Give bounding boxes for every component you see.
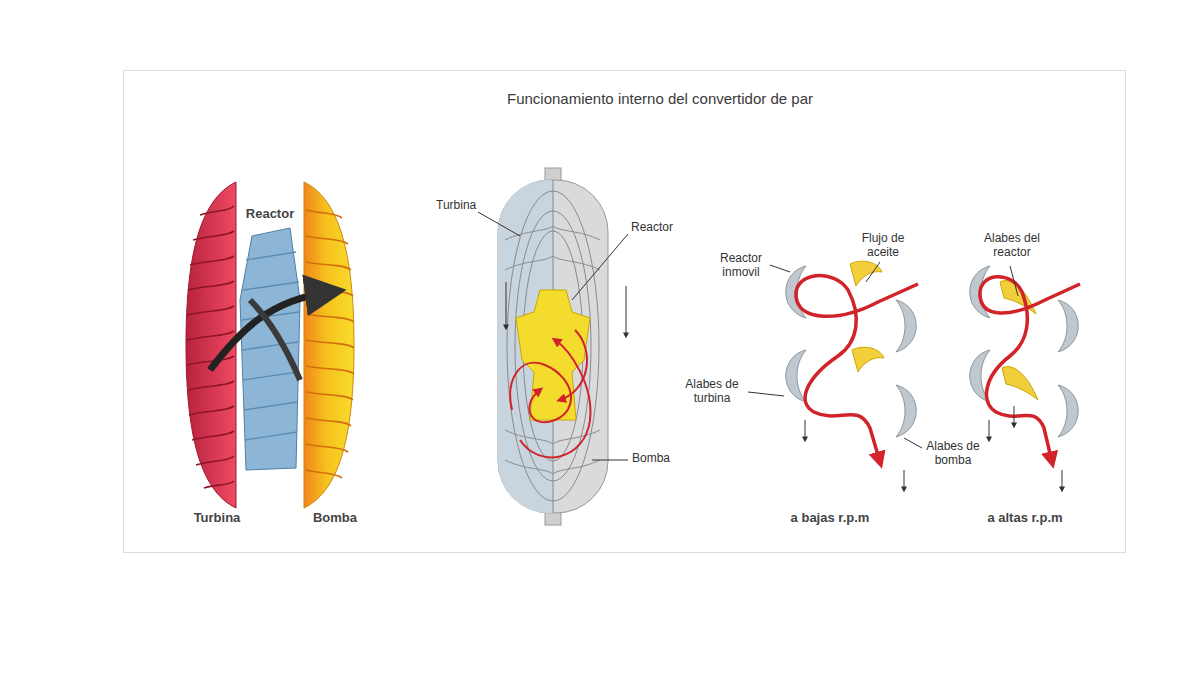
part-label: a bajas r.p.m xyxy=(770,511,890,526)
part-label: Bomba xyxy=(632,452,696,466)
sectioned-converter xyxy=(478,168,628,525)
part-label: Turbina xyxy=(436,199,496,213)
part-label: a altas r.p.m xyxy=(965,511,1085,526)
part-label: Bomba xyxy=(297,511,373,526)
blade-flow-low-rpm xyxy=(748,261,922,490)
diagram-title: Funcionamiento interno del convertidor d… xyxy=(410,90,910,107)
part-label: Alabes del reactor xyxy=(970,232,1054,260)
part-label: Reactor xyxy=(631,221,695,235)
part-label: Flujo de aceite xyxy=(852,232,914,260)
part-label: Reactor inmovil xyxy=(708,252,774,280)
part-label: Alabes de bomba xyxy=(918,440,988,468)
part-label: Turbina xyxy=(177,511,257,526)
part-label: Reactor xyxy=(230,207,310,222)
blade-flow-high-rpm xyxy=(970,266,1080,490)
part-label: Alabes de turbina xyxy=(676,378,748,406)
exploded-view xyxy=(186,182,354,508)
